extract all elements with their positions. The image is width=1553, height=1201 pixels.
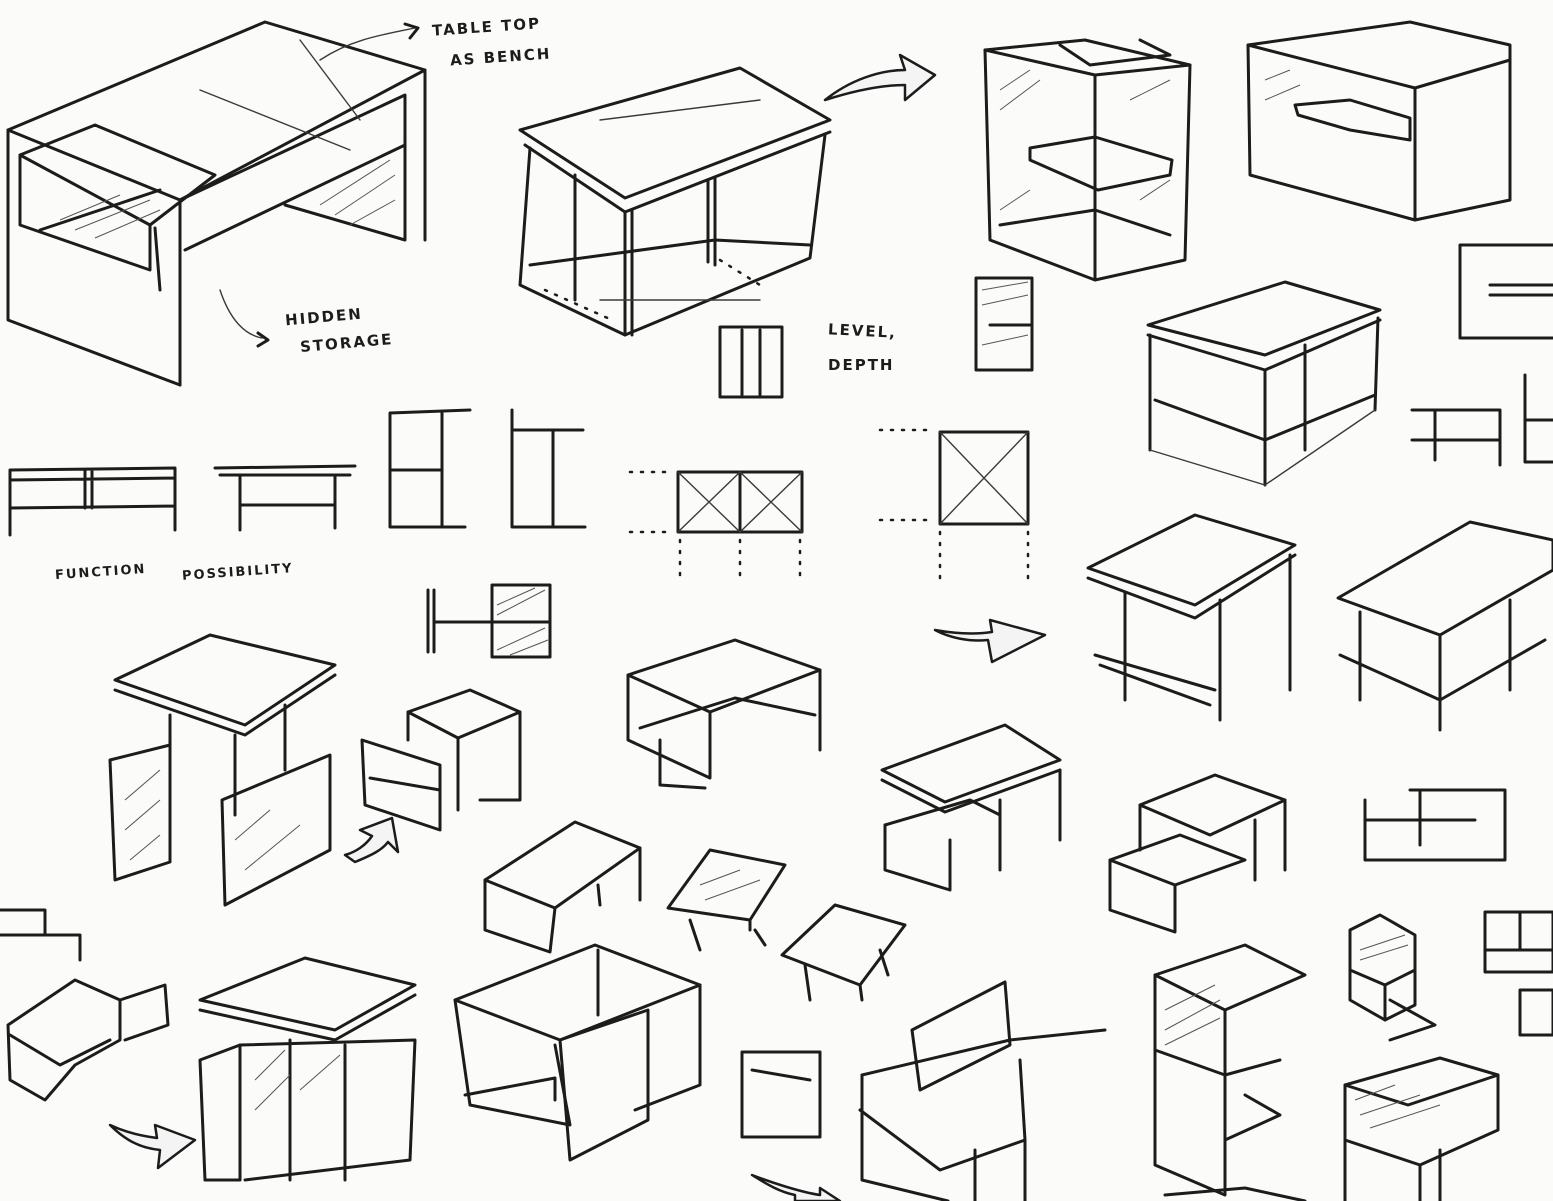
sketch-low-table-3: [780, 903, 907, 1002]
sketch-low-table-2: [666, 848, 787, 952]
sketch-partial-front-right: [1458, 243, 1553, 340]
annotation-depth: DEPTH: [828, 356, 895, 374]
sketch-pedestal-table: [108, 633, 337, 907]
arrow-right-3: [108, 1123, 197, 1170]
arrow-down-left: [343, 816, 400, 864]
sketch-desk-drawers-1: [1086, 513, 1297, 722]
sketch-mini-elevations-right: [1483, 910, 1553, 1037]
arrow-right-2: [933, 618, 1047, 664]
sketch-small-front-view: [718, 325, 784, 399]
sketch-drawer-out-table: [360, 688, 522, 832]
arrow-right-1: [823, 53, 937, 102]
annotation-level: LEVEL,: [827, 320, 898, 342]
sketch-drawer-table-center: [880, 723, 1062, 892]
sketch-hatched-plan: [426, 583, 552, 659]
sketch-mini-cabinet: [974, 276, 1034, 372]
sketch-elevation-right: [1410, 373, 1553, 467]
sketch-open-table: [518, 66, 832, 337]
sketch-elevation-right-2: [1363, 788, 1507, 862]
arrow-bottom: [750, 1173, 842, 1201]
sketch-cabinet-drawer: [1246, 20, 1512, 222]
sketch-tall-cabinet: [1153, 943, 1307, 1197]
sketch-open-box-table: [626, 638, 822, 790]
sketch-low-table-1: [483, 820, 642, 954]
sketch-armchair-2: [858, 980, 1107, 1201]
sketch-open-side-table: [1146, 280, 1382, 487]
sketch-chair-elevation: [740, 1050, 822, 1139]
sketch-side-table-bottom-right: [1343, 1056, 1500, 1201]
sketch-bench-table-hidden-storage: [6, 20, 427, 387]
sketch-partial-bottom: [1163, 1186, 1307, 1201]
sketch-bench-pullout: [1108, 773, 1287, 934]
sketch-pedestal-table-bottom: [198, 956, 417, 1182]
sketch-small-cabinet-right: [1348, 913, 1437, 1042]
sketch-elevations-row: [8, 408, 587, 537]
sketch-armchair-1: [453, 943, 702, 1162]
sketch-desk-drawers-2: [1336, 520, 1553, 732]
sketch-cabinet-shelves: [983, 38, 1192, 282]
sketch-plan-views: [628, 428, 1030, 580]
sketch-chair-bottom-left: [0, 908, 170, 1102]
